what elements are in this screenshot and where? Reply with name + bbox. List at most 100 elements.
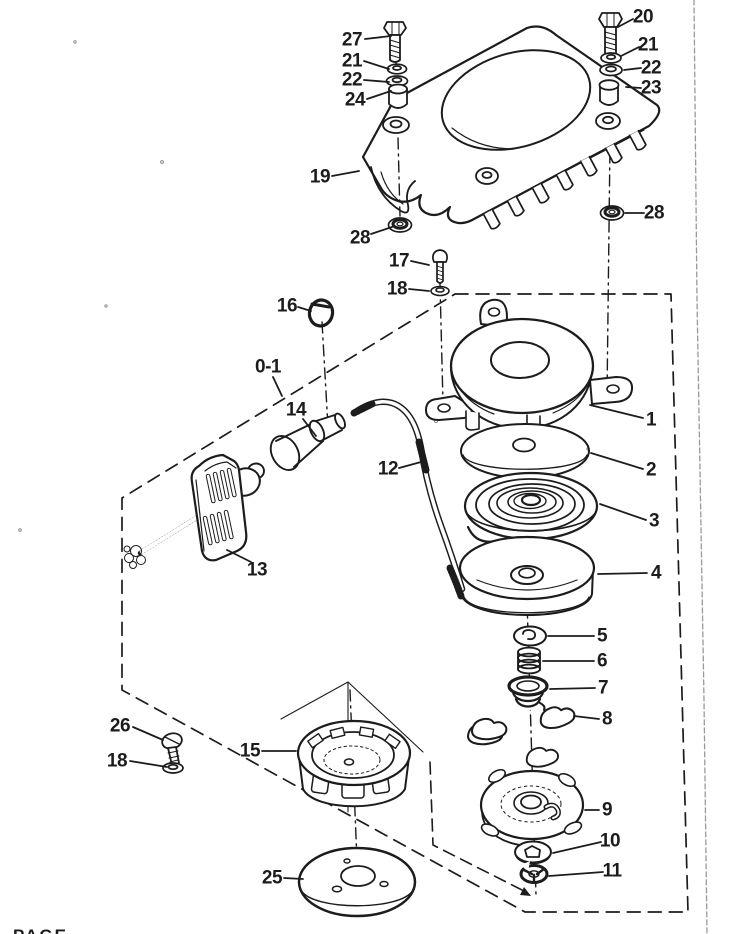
- callout-label-28: 28: [644, 203, 664, 224]
- callout-leader-8: [573, 715, 600, 720]
- callout-label-4: 4: [651, 563, 662, 584]
- cam-plate-part: [479, 768, 585, 847]
- ratchet-cup-part: [296, 719, 412, 808]
- assembly-pointer-dashed: [429, 761, 531, 896]
- callout-label-2: 2: [646, 460, 656, 481]
- spacer-bushing-24: [388, 83, 408, 109]
- callout-leader-27: [364, 35, 392, 40]
- retainer-clip-16: [307, 298, 335, 328]
- bolt-20: [598, 12, 623, 57]
- callout-leader-26: [132, 726, 164, 741]
- handle-grip-slots: [202, 467, 237, 546]
- rope-knot: [123, 545, 146, 569]
- callout-label-22: 22: [641, 58, 661, 79]
- grommet-28-right: [599, 205, 625, 221]
- callout-label-25: 25: [262, 868, 283, 889]
- pawl-parts: [467, 706, 576, 768]
- callout-label-26: 26: [110, 716, 130, 737]
- cover-plate-part: [361, 25, 661, 230]
- callout-label-22: 22: [342, 70, 362, 91]
- cover-edge-ribs: [482, 129, 647, 230]
- callout-label-24: 24: [345, 90, 366, 111]
- callout-leader-21: [363, 60, 390, 70]
- callout-leader-17: [410, 260, 430, 266]
- callout-label-5: 5: [597, 626, 608, 647]
- scan-specks: [18, 40, 590, 532]
- callout-leader-25: [283, 877, 304, 880]
- callout-label-7: 7: [598, 678, 608, 699]
- callout-leader-19: [331, 170, 360, 177]
- callout-leader-22: [623, 67, 642, 71]
- spacer-bushing-23: [598, 79, 620, 106]
- footer-partial-text: PAGE: [13, 926, 103, 934]
- lock-washer-21-right: [600, 52, 622, 64]
- callout-leader-3: [599, 503, 647, 521]
- rope-anchor-bell-part: [269, 412, 346, 471]
- callout-label-9: 9: [602, 800, 612, 821]
- spring-retainer-part-7: [506, 675, 550, 711]
- callout-leader-0-1: [272, 376, 283, 397]
- callout-label-21: 21: [342, 51, 363, 72]
- starter-housing-part: [425, 298, 634, 432]
- callout-leader-2: [590, 452, 644, 470]
- starter-rope: [350, 398, 466, 600]
- callout-label-14: 14: [286, 400, 307, 421]
- callout-label-20: 20: [633, 7, 653, 28]
- callout-leader-20: [617, 18, 634, 28]
- screw-17: [432, 249, 448, 284]
- callout-label-11: 11: [602, 861, 622, 882]
- callout-label-0-1: 0-1: [255, 357, 282, 378]
- callout-label-8: 8: [602, 709, 612, 730]
- keyed-washer-part-5: [513, 625, 547, 647]
- callout-leader-16: [297, 306, 312, 312]
- bolt-27: [383, 21, 407, 63]
- callout-label-15: 15: [240, 741, 261, 762]
- grommet-28-left: [387, 217, 413, 233]
- assembly-boundary-dashed-box: [121, 293, 689, 913]
- screw-26: [161, 732, 183, 768]
- callout-label-23: 23: [641, 78, 661, 99]
- spring-part-6: [516, 646, 542, 675]
- lock-washer-18-center: [430, 285, 450, 297]
- callout-label-3: 3: [649, 511, 659, 532]
- callout-leader-10: [552, 841, 602, 854]
- callout-label-18: 18: [107, 751, 127, 772]
- callout-label-6: 6: [597, 651, 607, 672]
- callout-leader-22: [363, 79, 390, 83]
- callout-label-1: 1: [646, 410, 657, 431]
- callout-label-17: 17: [389, 251, 409, 272]
- callout-leader-23: [625, 86, 642, 89]
- callout-label-10: 10: [600, 831, 620, 852]
- callout-label-18: 18: [387, 279, 407, 300]
- page-edge-scan-line: [693, 0, 708, 934]
- callout-label-13: 13: [247, 560, 267, 581]
- lock-washer-21-left: [386, 63, 408, 75]
- rope-pulley-part: [458, 535, 596, 616]
- callout-label-27: 27: [342, 30, 362, 51]
- flat-washer-22-right: [599, 63, 623, 77]
- callout-leader-1: [589, 404, 644, 419]
- callout-leader-14: [302, 418, 317, 437]
- callout-label-21: 21: [638, 35, 659, 56]
- callout-label-16: 16: [277, 296, 297, 317]
- callout-label-19: 19: [310, 167, 330, 188]
- plate-disc-part: [297, 846, 417, 918]
- callout-leader-4: [597, 572, 648, 575]
- callout-leader-12: [398, 461, 422, 469]
- callout-leader-28: [370, 226, 393, 235]
- recoil-spring-part: [463, 471, 599, 543]
- callout-label-28: 28: [350, 228, 370, 249]
- cover-centerline: [397, 137, 401, 217]
- flat-washer-part-10: [514, 840, 552, 865]
- callout-leader-18: [129, 760, 168, 768]
- callout-leader-7: [549, 687, 596, 690]
- callout-leader-11: [548, 871, 604, 877]
- callout-leader-18: [408, 288, 430, 292]
- lock-washer-18-bottom: [162, 762, 184, 774]
- friction-plate-part: [460, 423, 590, 479]
- callout-leader-24: [366, 90, 392, 100]
- callout-label-12: 12: [378, 459, 398, 480]
- callout-leader-21: [620, 46, 640, 57]
